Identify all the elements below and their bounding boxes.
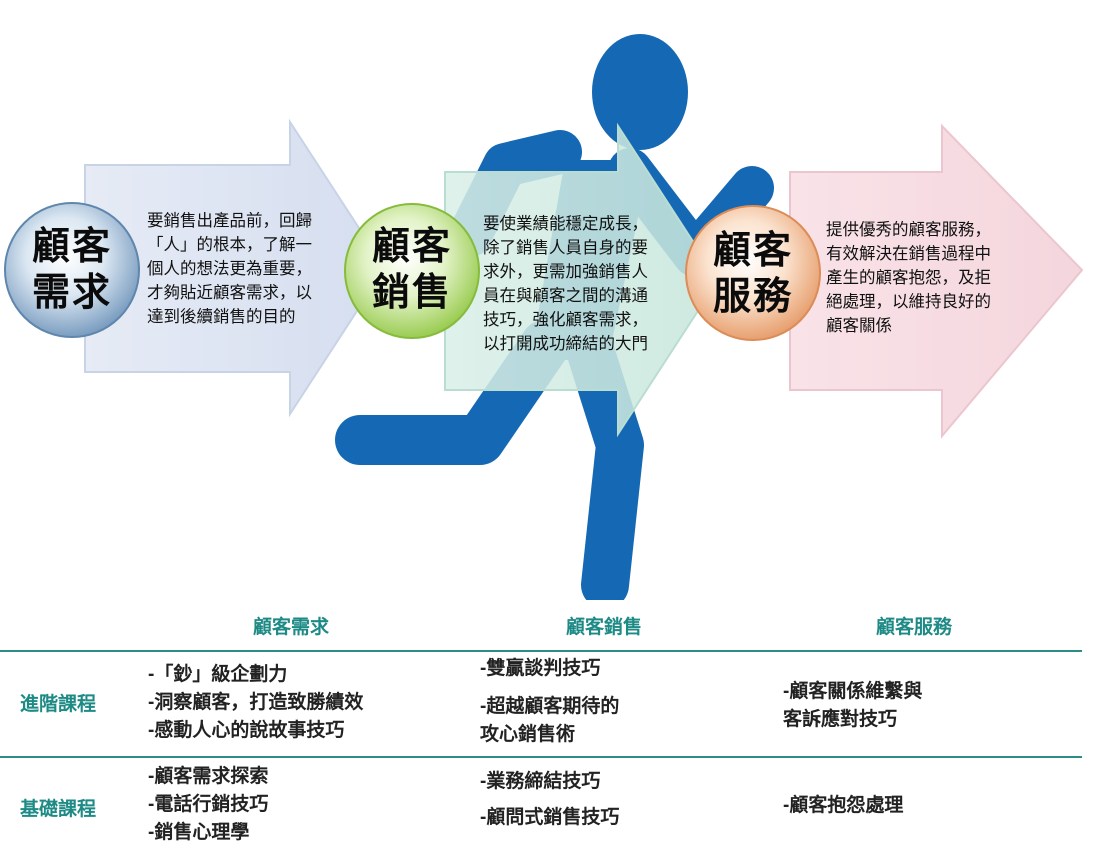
course-item: -顧客抱怨處理: [783, 795, 904, 816]
column-header: 顧客需求: [253, 617, 330, 638]
course-item: 攻心銷售術: [480, 724, 576, 745]
stage-description: 要使業績能穩定成長， 除了銷售人員自身的要 求外，更需加強銷售人 員在與顧客之間…: [483, 212, 648, 356]
description-line: 提供優秀的顧客服務，: [826, 221, 991, 239]
description-line: 除了銷售人員自身的要: [483, 239, 648, 257]
course-item: -顧客需求探索: [148, 766, 269, 787]
stage-title-line: 顧客: [712, 230, 793, 272]
course-item: -電話行銷技巧: [148, 794, 269, 815]
description-line: 顧客關係: [826, 317, 892, 335]
table-cell: -「鈔」級企劃力 -洞察顧客，打造致勝績效 -感動人心的說故事技巧: [148, 661, 363, 745]
description-line: 絕處理，以維持良好的: [826, 293, 991, 311]
sales-process-diagram: [4, 34, 1084, 600]
table-cell: -業務締結技巧 -顧問式銷售技巧: [480, 768, 619, 832]
description-line: 「人」的根本，了解一: [147, 236, 312, 254]
table-cell: -雙贏談判技巧 -超越顧客期待的 攻心銷售術: [480, 655, 619, 749]
stage-description: 要銷售出產品前，回歸 「人」的根本，了解一 個人的想法更為重要， 才夠貼近顧客需…: [147, 209, 312, 329]
stage-title-line: 服務: [712, 276, 793, 318]
table-rule: [0, 756, 1082, 758]
stage-circle: [685, 205, 821, 341]
description-line: 要銷售出產品前，回歸: [147, 212, 312, 230]
course-item: -超越顧客期待的: [480, 696, 620, 717]
course-item: -業務締結技巧: [480, 771, 601, 792]
stage-arrow: [84, 118, 387, 418]
description-line: 才夠貼近顧客需求，以: [147, 284, 312, 302]
stage-title: 顧客 銷售: [362, 224, 462, 316]
table-cell: -顧客抱怨處理: [783, 792, 903, 820]
course-item: -「鈔」級企劃力: [148, 664, 288, 685]
description-line: 技巧，強化顧客需求，: [483, 311, 648, 329]
description-line: 個人的想法更為重要，: [147, 260, 312, 278]
row-label: 基礎課程: [20, 799, 97, 820]
stage-title: 顧客 服務: [703, 228, 803, 320]
course-item: -洞察顧客，打造致勝績效: [148, 692, 364, 713]
course-item: -顧客關係維繫與: [783, 681, 923, 702]
course-item: -銷售心理學: [148, 822, 250, 843]
stage-title-line: 需求: [31, 272, 112, 314]
description-line: 以打開成功締結的大門: [483, 335, 648, 353]
stage-description: 提供優秀的顧客服務， 有效解決在銷售過程中 產生的顧客抱怨，及拒 絕處理，以維持…: [826, 218, 991, 338]
stage-circle: [344, 203, 480, 339]
description-line: 達到後續銷售的目的: [147, 308, 296, 326]
stage-arrow: [444, 122, 720, 438]
stage-arrow: [789, 123, 1084, 439]
description-line: 產生的顧客抱怨，及拒: [826, 269, 991, 287]
description-line: 要使業績能穩定成長，: [483, 215, 648, 233]
stage-title-line: 顧客: [31, 226, 112, 268]
course-item: 客訴應對技巧: [783, 709, 898, 730]
column-header: 顧客服務: [876, 617, 953, 638]
stage-title-line: 銷售: [371, 272, 452, 314]
row-label: 進階課程: [20, 694, 97, 715]
description-line: 員在與顧客之間的溝通: [483, 287, 648, 305]
stage-title-line: 顧客: [371, 226, 452, 268]
course-item: -顧問式銷售技巧: [480, 807, 620, 828]
stage-circle: [4, 202, 140, 338]
table-rule: [0, 650, 1082, 652]
course-item: -雙贏談判技巧: [480, 658, 601, 679]
table-cell: -顧客關係維繫與 客訴應對技巧: [783, 678, 922, 734]
column-header: 顧客銷售: [566, 617, 643, 638]
table-cell: -顧客需求探索 -電話行銷技巧 -銷售心理學: [148, 763, 268, 847]
description-line: 求外，更需加強銷售人: [483, 263, 648, 281]
course-item: -感動人心的說故事技巧: [148, 720, 345, 741]
description-line: 有效解決在銷售過程中: [826, 245, 991, 263]
stage-title: 顧客 需求: [22, 224, 122, 316]
